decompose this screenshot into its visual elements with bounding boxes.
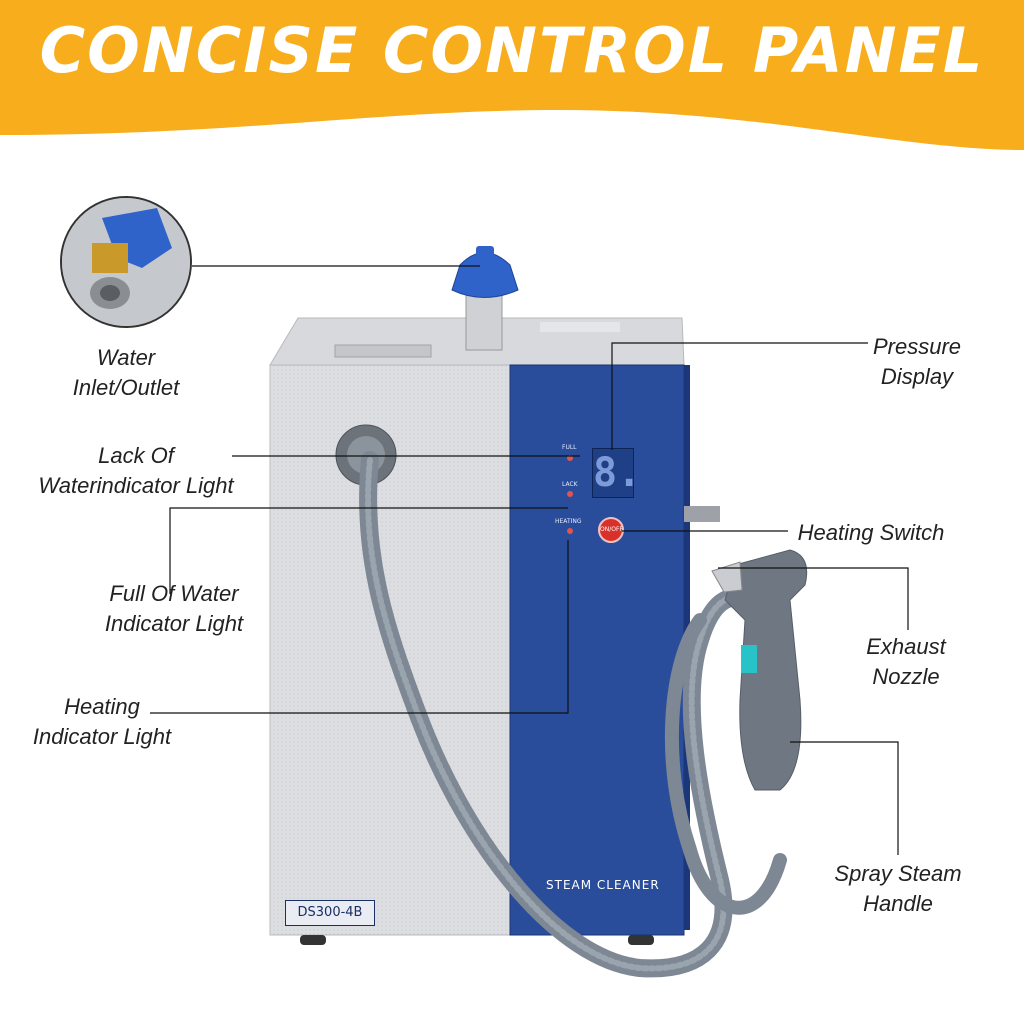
pressure-display-digit: 8. <box>592 448 642 498</box>
heating-switch-button: ON/OFF <box>598 517 624 543</box>
full-indicator-label: FULL <box>562 444 577 451</box>
water-inlet-inset-photo <box>60 196 192 328</box>
brand-text: STEAM CLEANER <box>546 878 660 892</box>
lack-indicator-label: LACK <box>562 481 578 488</box>
model-tag: DS300-4B <box>285 900 375 926</box>
page-title: CONCISE CONTROL PANEL <box>39 14 985 87</box>
callout-heating-switch: Heating Switch <box>797 520 945 545</box>
heating-indicator-label: HEATING <box>555 518 582 525</box>
header-banner <box>0 0 1024 150</box>
